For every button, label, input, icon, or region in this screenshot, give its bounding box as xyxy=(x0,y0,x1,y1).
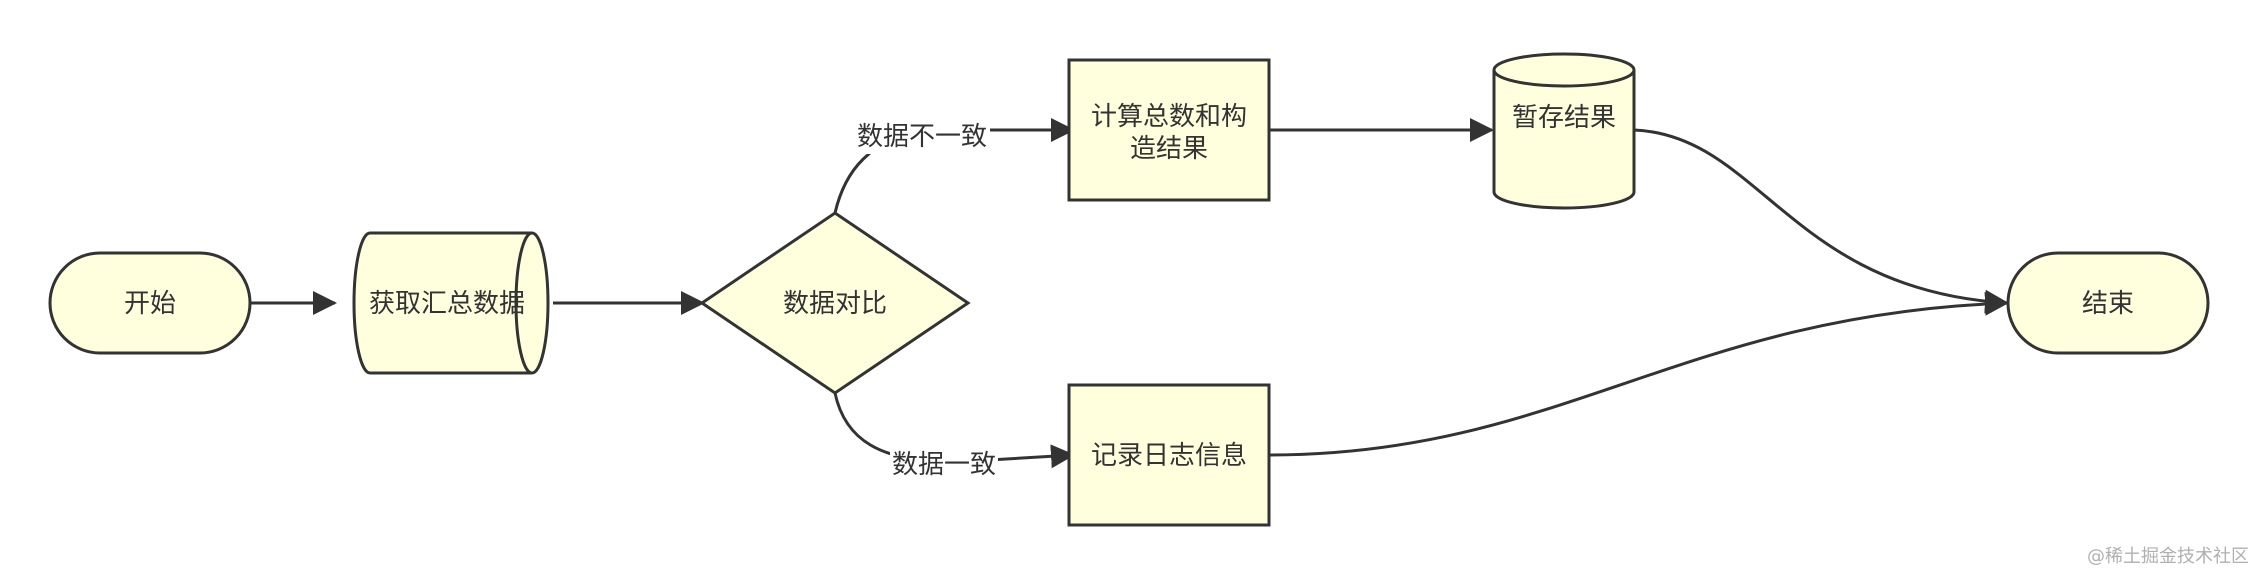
watermark: @稀土掘金技术社区 xyxy=(2087,546,2249,567)
svg-text:数据一致: 数据一致 xyxy=(892,450,996,480)
svg-text:获取汇总数据: 获取汇总数据 xyxy=(369,289,525,319)
edge-store-to-end xyxy=(1633,128,2009,314)
node-log: 记录日志信息 xyxy=(1067,383,1271,527)
node-temp-store: 暂存结果 xyxy=(1492,52,1636,210)
svg-text:开始: 开始 xyxy=(124,289,176,319)
svg-text:暂存结果: 暂存结果 xyxy=(1512,103,1616,133)
svg-text:数据不一致: 数据不一致 xyxy=(857,122,987,152)
svg-text:结束: 结束 xyxy=(2082,289,2134,319)
svg-text:数据对比: 数据对比 xyxy=(783,289,887,319)
edge-label-consistent: 数据一致 xyxy=(890,445,998,481)
svg-text:计算总数和构: 计算总数和构 xyxy=(1091,102,1247,132)
node-compare: 数据对比 xyxy=(699,211,971,395)
edge-log-to-end xyxy=(1268,291,2009,457)
edge-label-inconsistent: 数据不一致 xyxy=(855,118,990,154)
node-end: 结束 xyxy=(2006,251,2210,355)
node-compute: 计算总数和构 造结果 xyxy=(1067,58,1271,202)
node-fetch-data: 获取汇总数据 xyxy=(352,231,550,375)
svg-text:造结果: 造结果 xyxy=(1130,134,1208,164)
svg-text:记录日志信息: 记录日志信息 xyxy=(1091,441,1247,471)
node-start: 开始 xyxy=(48,251,252,355)
